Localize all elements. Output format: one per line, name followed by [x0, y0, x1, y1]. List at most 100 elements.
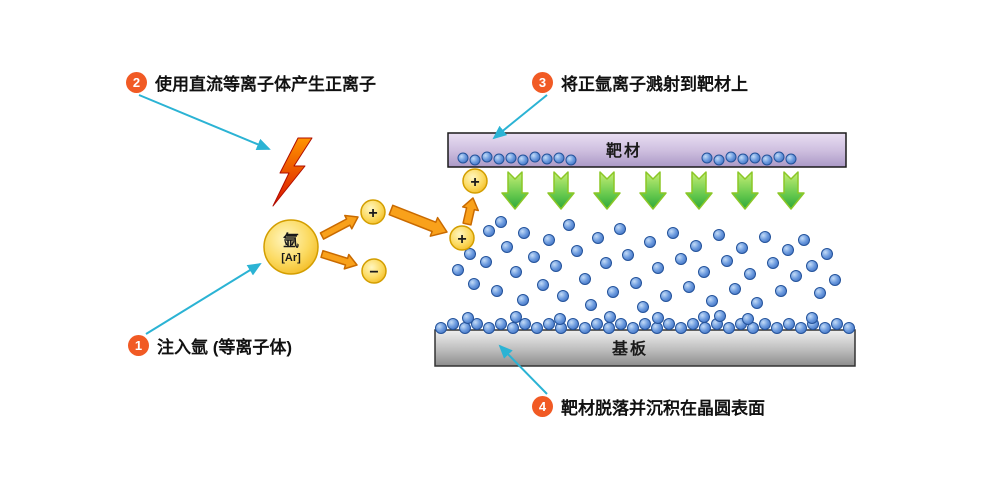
- atom: [652, 262, 664, 274]
- step-4-badge: 4: [532, 396, 553, 417]
- atom: [651, 322, 663, 334]
- step-4-text: 靶材脱落并沉积在晶圆表面: [561, 399, 765, 418]
- atom: [725, 151, 737, 163]
- atom: [553, 152, 565, 164]
- atom: [687, 318, 699, 330]
- atom: [495, 318, 507, 330]
- atom: [790, 270, 802, 282]
- atom: [483, 225, 495, 237]
- argon-symbol: 氩: [282, 231, 299, 250]
- atom: [630, 277, 642, 289]
- atom: [652, 312, 664, 324]
- atom: [541, 153, 553, 165]
- accelerated-ion: [449, 225, 475, 251]
- atom: [563, 219, 575, 231]
- atom: [701, 152, 713, 164]
- atom: [471, 318, 483, 330]
- atom: [667, 227, 679, 239]
- atom: [565, 154, 577, 166]
- atom: [528, 251, 540, 263]
- plasma-lightning-icon: [272, 137, 313, 207]
- sputter-arrow-down-icon: [777, 171, 805, 210]
- atom: [698, 266, 710, 278]
- step-2-label: 2 使用直流等离子体产生正离子: [126, 70, 376, 95]
- atom: [483, 322, 495, 334]
- atom: [744, 268, 756, 280]
- atom: [469, 154, 481, 166]
- atom: [706, 295, 718, 307]
- atom: [510, 311, 522, 323]
- substrate-label: 基板: [611, 339, 648, 358]
- atom: [501, 241, 513, 253]
- atom: [585, 299, 597, 311]
- atom: [615, 318, 627, 330]
- atom: [531, 322, 543, 334]
- atom: [699, 322, 711, 334]
- step-3-label: 3 将正氩离子溅射到靶材上: [532, 70, 748, 95]
- pointer-arrow-step2: [138, 94, 271, 150]
- atom: [614, 223, 626, 235]
- atom: [591, 318, 603, 330]
- step-3-text: 将正氩离子溅射到靶材上: [561, 75, 748, 94]
- atom: [554, 313, 566, 325]
- target-label: 靶材: [606, 141, 642, 160]
- atom: [698, 311, 710, 323]
- pointer-arrow-step4: [498, 344, 548, 395]
- plus-sign: +: [368, 205, 377, 222]
- atom: [660, 290, 672, 302]
- atom: [627, 322, 639, 334]
- atom: [592, 232, 604, 244]
- atom: [579, 273, 591, 285]
- plus-sign: +: [457, 231, 466, 248]
- sputter-arrow-down-icon: [547, 171, 575, 210]
- atom: [721, 255, 733, 267]
- atom: [759, 231, 771, 243]
- atom: [459, 322, 471, 334]
- atom: [529, 151, 541, 163]
- strike-target-arrow: [461, 197, 480, 226]
- atom: [663, 318, 675, 330]
- atom: [737, 153, 749, 165]
- atom: [517, 154, 529, 166]
- step-3-badge: 3: [532, 72, 553, 93]
- ionize-plus-arrow: [319, 214, 359, 240]
- plus-sign: +: [470, 174, 479, 191]
- atom: [783, 318, 795, 330]
- atom: [468, 278, 480, 290]
- atom: [435, 322, 447, 334]
- atom: [785, 153, 797, 165]
- atom: [639, 318, 651, 330]
- atom: [491, 285, 503, 297]
- atom: [571, 245, 583, 257]
- atom: [462, 312, 474, 324]
- atom: [751, 297, 763, 309]
- positive-ion: [360, 199, 386, 225]
- atom: [723, 322, 735, 334]
- step-1-label: 1 注入氩 (等离子体): [128, 333, 292, 358]
- ion-path-arrows: [319, 197, 480, 270]
- atom: [771, 322, 783, 334]
- step-2-badge: 2: [126, 72, 147, 93]
- atom: [736, 242, 748, 254]
- atom: [579, 322, 591, 334]
- atom: [798, 234, 810, 246]
- atom: [519, 318, 531, 330]
- atom: [644, 236, 656, 248]
- striking-ion: [462, 168, 488, 194]
- atom: [518, 227, 530, 239]
- pointer-arrows: [138, 94, 548, 395]
- sputtered-atoms: [452, 216, 841, 313]
- atom: [567, 318, 579, 330]
- negative-ion: [361, 258, 387, 284]
- atom: [749, 152, 761, 164]
- argon-atom: [263, 219, 319, 275]
- step-4-label: 4 靶材脱落并沉积在晶圆表面: [532, 394, 765, 419]
- deposited-atoms: [435, 310, 855, 334]
- pointer-arrow-step1: [145, 262, 262, 335]
- atom: [773, 151, 785, 163]
- target-atoms: [457, 151, 797, 166]
- atom: [714, 310, 726, 322]
- atom: [675, 253, 687, 265]
- atom: [507, 322, 519, 334]
